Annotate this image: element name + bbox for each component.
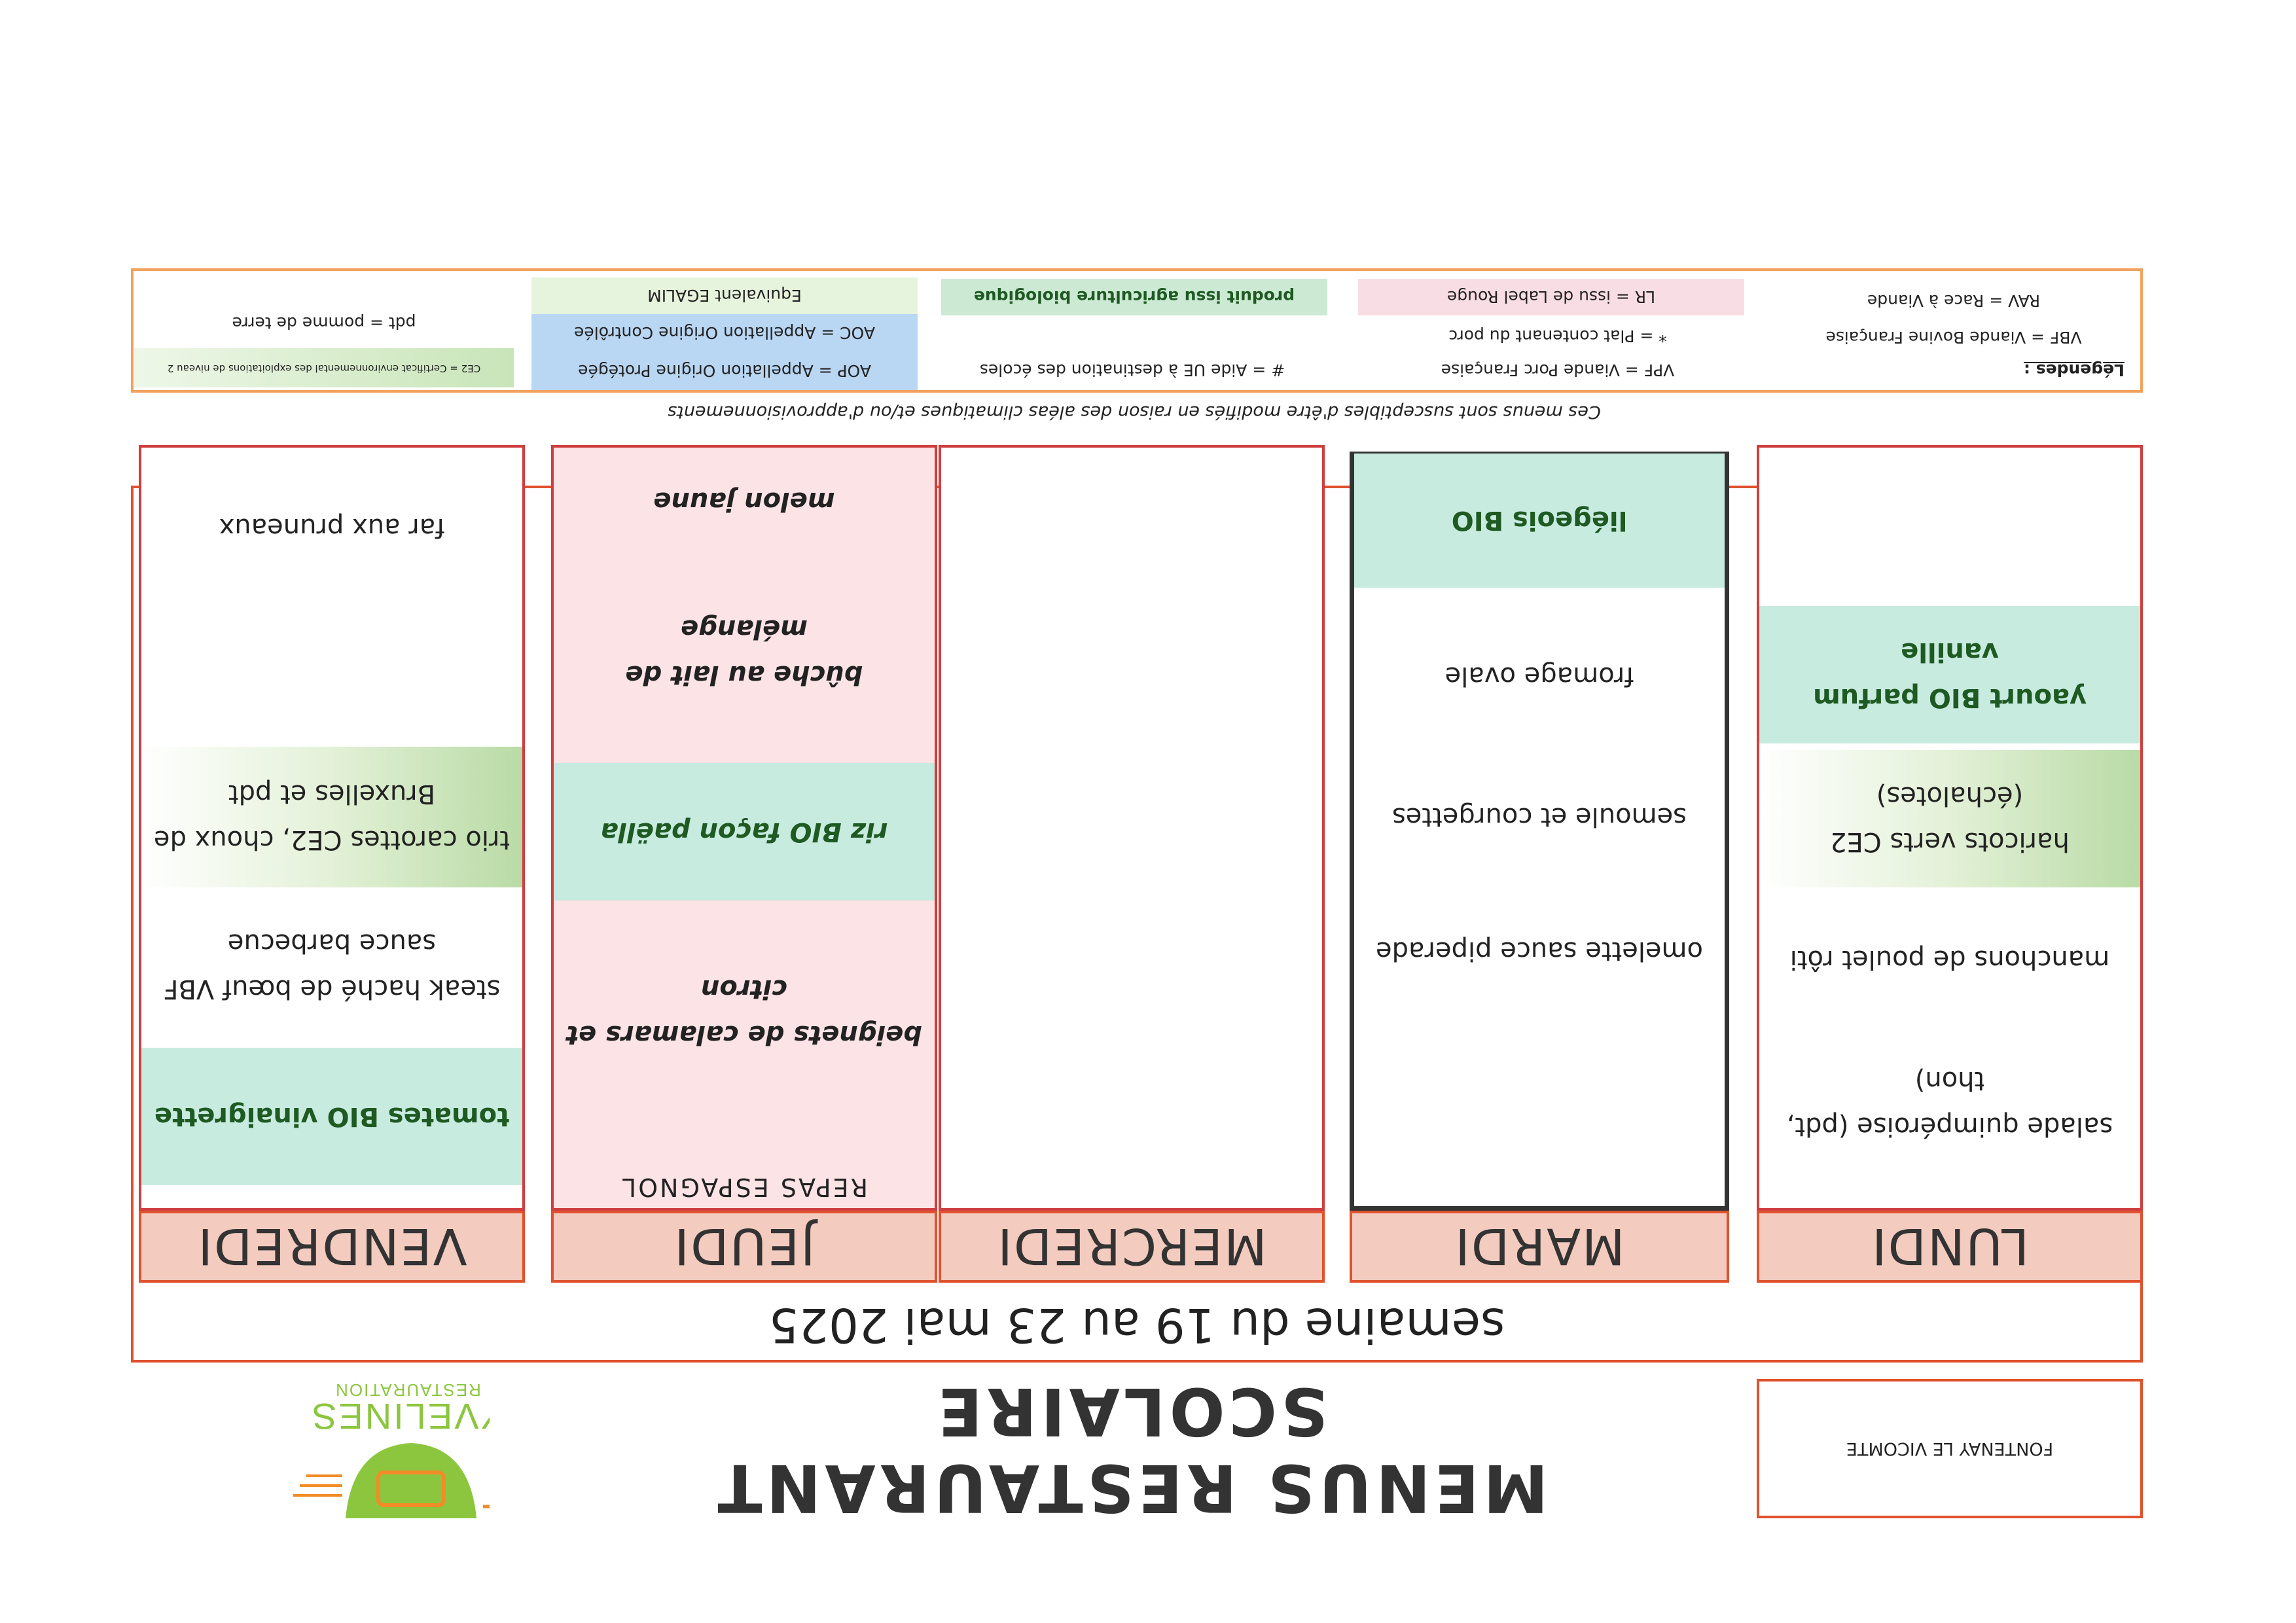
menu-item-bio: liégeois BIO <box>1354 454 1725 588</box>
menu-item: trio carottes CE2, choux de Bruxelles et… <box>141 747 522 887</box>
day-header-lundi: LUNDI <box>1757 1211 2143 1283</box>
legend-entry-bio: produit issu agriculture biologique <box>941 279 1327 315</box>
day-header-jeudi: JEUDI <box>551 1211 937 1283</box>
menu-item-bio: yaourt BIO parfum vanille <box>1759 606 2140 743</box>
week-label: semaine du 19 au 23 mai 2025 <box>768 1298 1505 1353</box>
day-column-mardi: omelette sauce piperade semoule et courg… <box>1350 452 1729 1211</box>
menu-item: omelette sauce piperade <box>1376 936 1703 966</box>
school-name: FONTENAY LE VICOMTE <box>1846 1438 2054 1459</box>
day-header-vendredi: VENDREDI <box>139 1211 525 1283</box>
school-name-box: FONTENAY LE VICOMTE <box>1757 1379 2143 1518</box>
day-column-mercredi <box>939 445 1325 1211</box>
day-column-vendredi: tomates BIO vinaigrette steak haché de b… <box>139 445 525 1211</box>
menu-item: bûche au lait de mélange <box>625 614 863 690</box>
menu-item: manchons de poulet rôti <box>1789 944 2110 974</box>
legend-entry: AOP = Appellation Origine Protégée <box>531 352 918 390</box>
legend-entry: CE2 = Certificat environnemental des exp… <box>134 348 514 387</box>
legend-entry: # = Aide UE à destination des écoles <box>979 361 1285 380</box>
legend-entry: VBF = Viande Bovine Française <box>1825 328 2082 348</box>
legend-entry: Equivalent EGALIM <box>531 277 918 314</box>
logo-name: YVELINES <box>310 1396 490 1437</box>
day-header-mercredi: MERCREDI <box>939 1211 1325 1283</box>
menu-item: beignets de calamars et citron <box>565 974 923 1050</box>
legend-box: Légendes : VBF = Viande Bovine Française… <box>131 268 2143 393</box>
legend-entry: pdt = pomme de terre <box>232 313 416 333</box>
legend-entry: AOC = Appellation Origine Contrôlée <box>531 314 918 352</box>
menu-item: haricots verts CE2 (échalotes) <box>1759 750 2140 887</box>
menu-item: melon jaune <box>653 486 835 516</box>
menu-item-bio: tomates BIO vinaigrette <box>141 1048 522 1185</box>
menu-item: far aux pruneaux <box>219 512 445 543</box>
page-title: MENUS RESTAURANT SCOLAIRE <box>713 1373 1549 1526</box>
menu-item: steak haché de bœuf VBF sauce barbecue <box>163 928 501 1004</box>
day-column-lundi: salade quimpéroise (pdt, thon) manchons … <box>1757 445 2143 1211</box>
legend-entry: VPF = Viande Porc Française <box>1441 361 1675 380</box>
legend-entry: RAV = Race à Viande <box>1867 291 2041 311</box>
day-column-jeudi: REPAS ESPAGNOL beignets de calamars et c… <box>551 445 937 1211</box>
menu-item-bio: riz BIO façon paëlla <box>554 763 935 901</box>
legend-entry: LR = issu de Label Rouge <box>1358 279 1744 315</box>
legend-title: Légendes : <box>2024 361 2125 380</box>
logo-icon: YVELINES RESTAURATION <box>293 1380 505 1518</box>
disclaimer-notice: Ces menus sont susceptibles d'être modif… <box>668 402 1601 423</box>
logo-sub: RESTAURATION <box>334 1380 481 1400</box>
menu-item: semoule et courgettes <box>1391 802 1687 832</box>
menu-item: salade quimpéroise (pdt, thon) <box>1786 1065 2113 1141</box>
day-header-mardi: MARDI <box>1350 1211 1729 1283</box>
legend-entry: * = Plat contenant du porc <box>1448 327 1667 346</box>
meal-theme-title: REPAS ESPAGNOL <box>620 1173 868 1202</box>
yvelines-restauration-logo: YVELINES RESTAURATION <box>274 1361 505 1525</box>
menu-item: fromage ovale <box>1444 661 1634 691</box>
